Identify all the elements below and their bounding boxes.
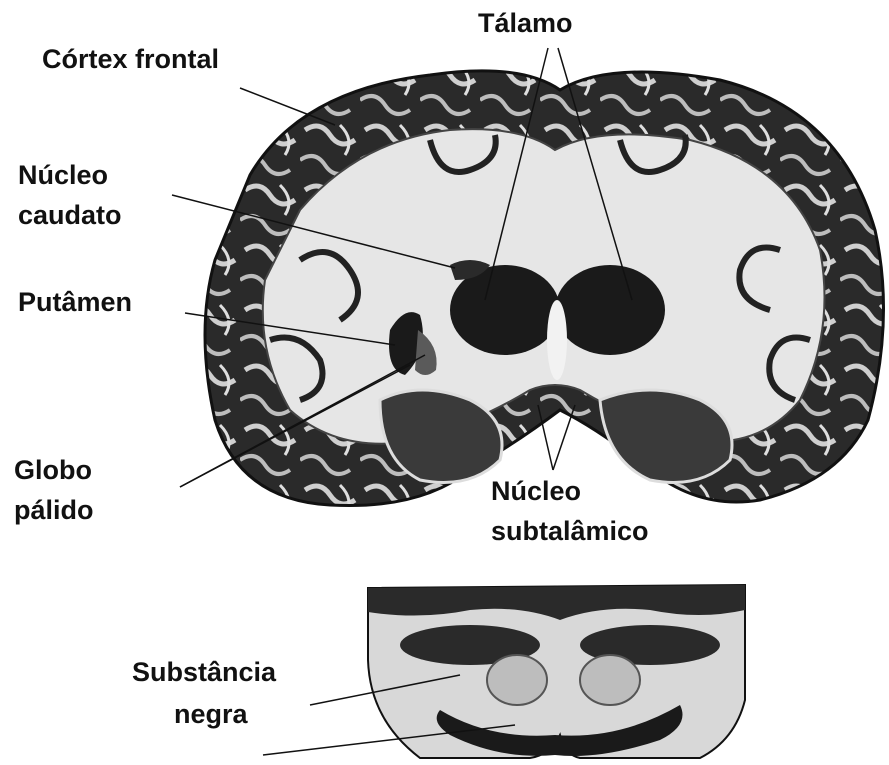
label-globo-palido-line1: Globo <box>14 453 92 487</box>
label-nucleo-subtalamico-line1: Núcleo <box>491 474 581 508</box>
red-nucleus-left <box>487 655 547 705</box>
label-nucleo-caudato-line1: Núcleo <box>18 158 108 192</box>
label-putamen: Putâmen <box>18 285 132 319</box>
coronal-section <box>205 71 884 506</box>
label-talamo: Tálamo <box>478 6 573 40</box>
label-cortex-frontal: Córtex frontal <box>42 42 219 76</box>
label-globo-palido-line2: pálido <box>14 493 94 527</box>
leader-subtalamico-right <box>553 405 575 470</box>
thalamus-right <box>555 265 665 355</box>
red-nucleus-right <box>580 655 640 705</box>
third-ventricle <box>547 300 567 380</box>
midbrain-section <box>368 585 745 758</box>
label-substancia-negra-line2: negra <box>174 697 248 731</box>
label-nucleo-caudato-line2: caudato <box>18 198 122 232</box>
label-nucleo-subtalamico-line2: subtalâmico <box>491 514 649 548</box>
label-substancia-negra-line1: Substância <box>132 655 276 689</box>
